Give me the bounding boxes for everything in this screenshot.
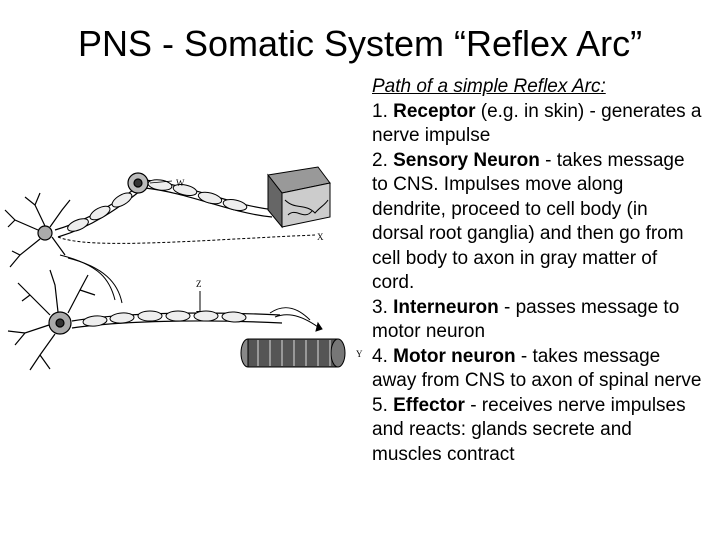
skin-receptor (267, 166, 331, 229)
label-y: Y (356, 349, 363, 359)
step-sensory-neuron: 2. Sensory Neuron - takes message to CNS… (372, 149, 702, 296)
step-receptor: 1. Receptor (e.g. in skin) - generates a… (372, 100, 702, 149)
step-term: Effector (393, 394, 465, 416)
reflex-arc-text: Path of a simple Reflex Arc: 1. Receptor… (372, 75, 702, 467)
step-term: Motor neuron (393, 345, 516, 367)
step-number: 5. (372, 394, 394, 416)
step-term: Sensory Neuron (393, 149, 540, 171)
motor-myelin (82, 310, 247, 327)
reflex-arc-svg: W X (4, 166, 363, 371)
sensory-myelin (67, 179, 248, 232)
step-description: - receives nerve impulses and reacts: gl… (372, 394, 686, 465)
label-z: Z (196, 279, 202, 289)
step-number: 3. (372, 296, 394, 318)
step-description: - passes message to motor neuron (372, 296, 680, 343)
step-interneuron: 3. Interneuron - passes message to motor… (372, 296, 702, 345)
effector-muscle (240, 307, 346, 368)
step-description: (e.g. in skin) - generates a nerve impul… (372, 100, 702, 147)
label-w: W (176, 178, 185, 188)
interneuron-dendrites (4, 192, 71, 268)
interneuron (57, 234, 316, 304)
step-number: 2. (372, 149, 394, 171)
reflex-arc-diagram: W X (0, 155, 372, 395)
sensory-cell-body (127, 172, 173, 194)
step-description: - takes message to CNS. Impulses move al… (372, 149, 685, 294)
step-term: Interneuron (393, 296, 499, 318)
slide-title: PNS - Somatic System “Reflex Arc” (77, 23, 643, 64)
step-effector: 5. Effector - receives nerve impulses an… (372, 394, 702, 468)
step-term: Receptor (393, 100, 476, 122)
intro-heading: Path of a simple Reflex Arc: (372, 76, 606, 97)
label-x: X (317, 232, 324, 242)
step-number: 4. (372, 345, 394, 367)
step-number: 1. (372, 100, 394, 122)
step-motor-neuron: 4. Motor neuron - takes message away fro… (372, 345, 702, 394)
motor-cell-body (7, 269, 96, 371)
step-description: - takes message away from CNS to axon of… (372, 345, 702, 392)
